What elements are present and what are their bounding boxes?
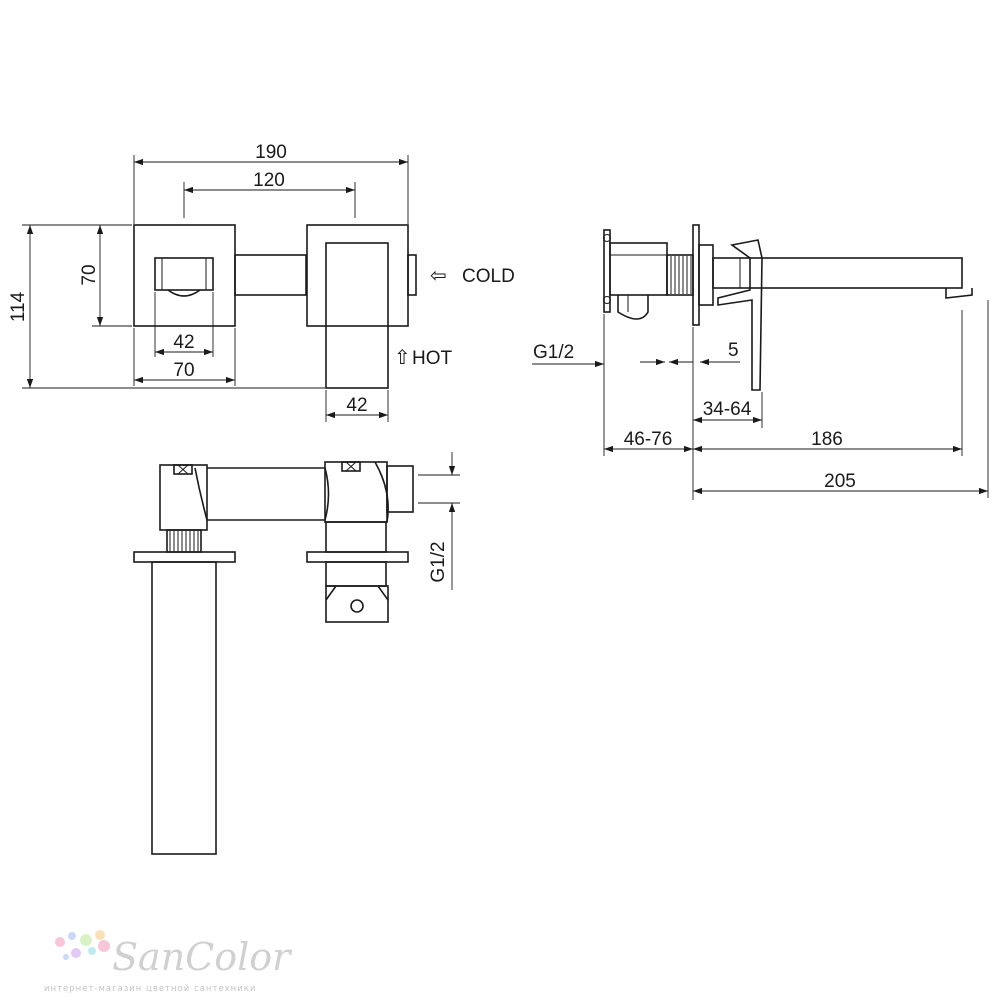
top-view: G1/2: [133, 452, 460, 855]
dim-top-thread: G1/2: [428, 541, 449, 582]
mixer-lever: [325, 242, 389, 389]
label-hot: HOT: [412, 348, 453, 369]
watermark-logo: SanColor интернет-магазин цветной сантех…: [44, 930, 293, 994]
connecting-pipe: [234, 254, 307, 296]
rear-mount-flange: [603, 229, 611, 313]
watermark-dot: [95, 930, 105, 940]
color-dots-icon: [55, 930, 110, 960]
cold-valve-plate: [133, 224, 236, 327]
label-cold: COLD: [462, 266, 515, 287]
watermark-dot: [88, 947, 96, 955]
right-valve-body: [325, 521, 387, 553]
left-thread: [166, 529, 202, 553]
dim-width-total: 190: [255, 142, 287, 163]
dim-plate-height: 70: [79, 264, 100, 285]
dim-plate-offset: 5: [728, 340, 739, 361]
watermark-dot: [63, 954, 69, 960]
side-lever: [717, 239, 763, 391]
watermark-dot: [71, 948, 81, 958]
dim-wall-range: 34-64: [703, 399, 752, 420]
dim-center-spacing: 120: [253, 170, 285, 191]
cold-arrow-icon: ⇦: [430, 263, 447, 287]
watermark-brand: SanColor: [112, 935, 293, 979]
hot-valve-plate: [306, 224, 409, 327]
watermark-dot: [55, 937, 65, 947]
watermark-dot: [68, 932, 76, 940]
valve-body: [609, 242, 668, 296]
dim-spout-reach: 186: [811, 429, 843, 450]
spout-body: [151, 561, 217, 855]
watermark-dot: [98, 940, 110, 952]
dim-body-depth: 46-76: [624, 429, 673, 450]
cover-plate: [692, 224, 700, 326]
right-flange: [306, 551, 409, 563]
hot-arrow-icon: ⇧: [394, 345, 411, 369]
front-view: 190 120 114 70 42 70 42 ⇦ COLD ⇧: [8, 142, 515, 422]
dim-total-reach: 205: [824, 471, 856, 492]
right-lever-base: [325, 585, 389, 623]
top-connecting-pipe: [207, 467, 325, 521]
watermark-dot: [80, 934, 92, 946]
left-flange: [133, 551, 236, 563]
spout: [712, 257, 963, 289]
dim-plate-width: 70: [173, 360, 194, 381]
side-view: G1/2 5 34-64 46-76 186 205: [532, 224, 989, 500]
watermark-tagline: интернет-магазин цветной сантехники: [44, 984, 256, 994]
dim-lever-width: 42: [346, 395, 367, 416]
dim-height-total: 114: [8, 291, 29, 322]
dim-side-thread: G1/2: [533, 342, 574, 363]
dim-inner-width: 42: [173, 332, 194, 353]
cold-valve-knob: [154, 257, 214, 291]
